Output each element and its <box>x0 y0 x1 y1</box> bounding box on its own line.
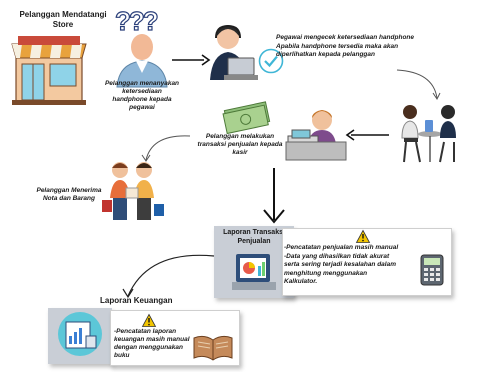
finance-report-title: Laporan Keuangan <box>100 296 173 305</box>
arrow-to-cashier <box>345 129 389 141</box>
calculator-icon <box>420 254 444 286</box>
money-icon <box>222 101 271 135</box>
sales-report-title: Laporan Transaksi Penjualan <box>223 229 285 245</box>
payment-caption: Pelanggan melakukan transaksi penjualan … <box>197 133 283 156</box>
arrow-to-meeting <box>396 69 441 100</box>
meeting-icon <box>401 105 456 163</box>
arrow-to-sales-report <box>263 168 285 224</box>
report-icon <box>232 254 276 290</box>
store-icon <box>11 36 87 105</box>
check-icon <box>258 48 284 74</box>
employee-check-caption: Pegawai mengecek ketersediaan handphone … <box>276 34 414 58</box>
sales-report-notes: -Pencatatan penjualan masih manual -Data… <box>284 244 399 285</box>
shopping-couple-icon <box>102 162 164 220</box>
customer-icon <box>116 34 168 88</box>
arrow-to-finance-report <box>122 254 215 299</box>
finance-icon <box>58 312 102 356</box>
warning-icon <box>355 229 371 243</box>
question-icon: ??? <box>114 5 159 36</box>
cashier-icon <box>285 110 347 161</box>
arrow-to-receipt <box>141 135 191 162</box>
finance-report-notes: -Pencatatan laporan keuangan masih manua… <box>114 328 190 359</box>
receipt-caption: Pelanggan Menerima Nota dan Barang <box>36 187 102 202</box>
warning-icon <box>141 313 157 327</box>
book-icon <box>193 335 233 361</box>
laptop-icon <box>224 57 258 80</box>
store-title: Pelanggan Mendatangi Store <box>19 10 107 29</box>
arrow-to-employee <box>172 54 211 66</box>
customer-ask-caption: Pelanggan menanyakan ketersediaan handph… <box>104 80 180 111</box>
